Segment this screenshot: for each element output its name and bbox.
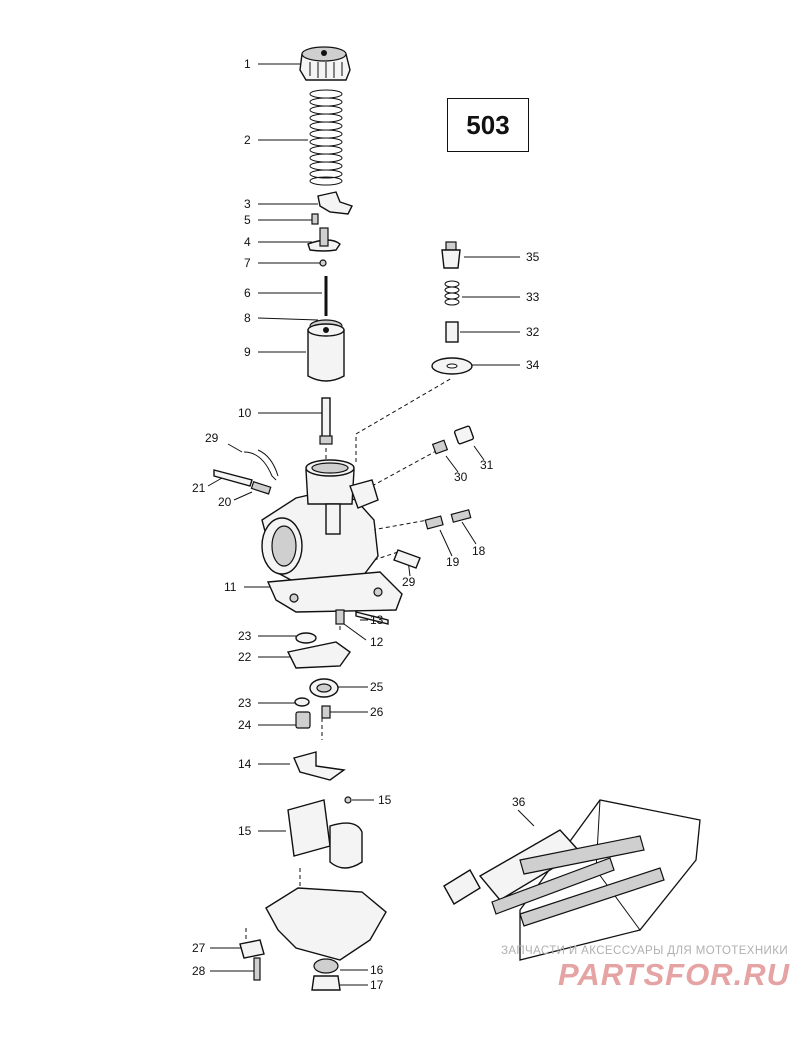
pilot-screw-parts <box>213 449 279 495</box>
callout-18: 18 <box>472 544 486 558</box>
callout-20: 20 <box>218 495 232 509</box>
spring-part <box>309 89 343 186</box>
callout-3: 3 <box>244 197 251 211</box>
float-bowl-part <box>239 887 387 991</box>
watermark-caption: ЗАПЧАСТИ И АКСЕССУАРЫ ДЛЯ МОТОТЕХНИКИ <box>501 945 788 957</box>
callout-31: 31 <box>480 458 494 472</box>
page-number: 503 <box>466 109 510 140</box>
callout-21: 21 <box>192 481 206 495</box>
callout-28: 28 <box>192 964 206 978</box>
callout-10: 10 <box>238 406 252 420</box>
callout-labels: 1 2 3 5 4 7 6 8 9 10 29 21 20 11 23 22 2… <box>192 57 540 992</box>
callout-34: 34 <box>526 358 540 372</box>
callout-27: 27 <box>192 941 206 955</box>
cap-part <box>299 46 351 81</box>
callout-35: 35 <box>526 250 540 264</box>
callout-13: 13 <box>370 613 384 627</box>
callout-15-right: 15 <box>378 793 392 807</box>
callout-30: 30 <box>454 470 468 484</box>
callout-17: 17 <box>370 978 384 992</box>
callout-22: 22 <box>238 650 252 664</box>
page-number-box: 503 <box>447 98 529 152</box>
callout-19: 19 <box>446 555 460 569</box>
callout-5: 5 <box>244 213 251 227</box>
callout-9: 9 <box>244 345 251 359</box>
callout-36: 36 <box>512 795 526 809</box>
callout-2: 2 <box>244 133 251 147</box>
callout-29-upper: 29 <box>205 431 219 445</box>
side-fittings-parts <box>335 425 475 625</box>
idle-adjust-stack-part <box>431 241 473 375</box>
assembly-lines <box>245 377 453 944</box>
callout-24: 24 <box>238 718 252 732</box>
tool-kit-part <box>443 799 701 961</box>
watermark-logo: PARTSFOR.RU <box>557 957 790 992</box>
callout-15-left: 15 <box>238 824 252 838</box>
callout-11: 11 <box>224 580 237 594</box>
needle-and-slide-part <box>307 276 345 382</box>
callout-32: 32 <box>526 325 540 339</box>
float-components-part <box>286 632 363 869</box>
callout-14: 14 <box>238 757 252 771</box>
callout-25: 25 <box>370 680 384 694</box>
callout-23-upper: 23 <box>238 629 252 643</box>
callout-33: 33 <box>526 290 540 304</box>
needle-retainer-part <box>307 191 353 267</box>
callout-23-lower: 23 <box>238 696 252 710</box>
carburetor-body-part <box>261 459 403 613</box>
callout-6: 6 <box>244 286 251 300</box>
callout-4: 4 <box>244 235 251 249</box>
callout-8: 8 <box>244 311 251 325</box>
callout-1: 1 <box>244 57 251 71</box>
main-jet-part <box>319 397 333 445</box>
callout-12: 12 <box>370 635 384 649</box>
callout-7: 7 <box>244 256 251 270</box>
callout-29-lower: 29 <box>402 575 416 589</box>
callout-26: 26 <box>370 705 384 719</box>
callout-16: 16 <box>370 963 384 977</box>
